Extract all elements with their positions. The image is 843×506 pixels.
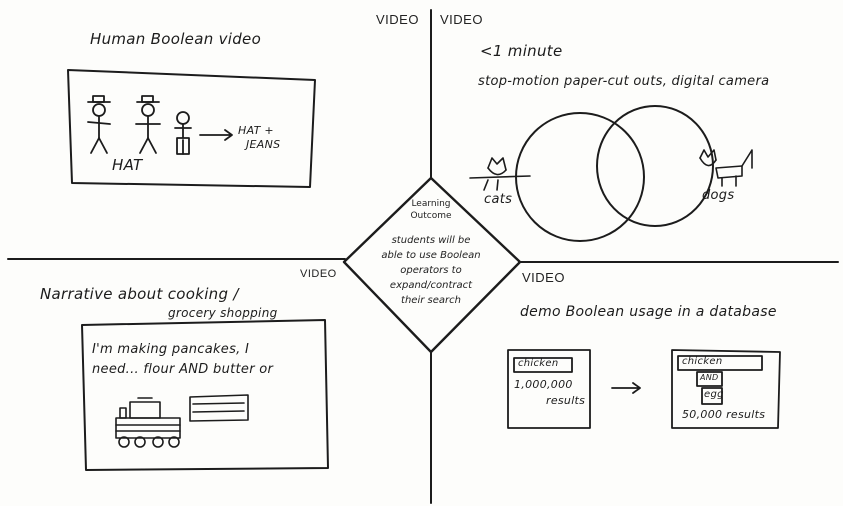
venn-right-circle <box>597 106 713 226</box>
cooking-title-line-1: Narrative about cooking / <box>40 285 239 303</box>
learning-outcome-line-1: students will be <box>366 235 496 246</box>
learning-outcome-line-4: expand/contract <box>366 280 496 291</box>
right-search-term-2: egg <box>704 389 724 400</box>
right-and-operator: AND <box>700 373 719 382</box>
hat-label: HAT <box>112 156 143 174</box>
database-demo-title: demo Boolean usage in a database <box>520 304 777 320</box>
venn-diagram <box>516 106 713 241</box>
venn-label-cats: cats <box>484 192 512 207</box>
stick-figure-3 <box>175 112 191 154</box>
video-label-top-right: VIDEO <box>440 12 483 27</box>
right-results: 50,000 results <box>682 408 765 421</box>
learning-outcome-heading-1: Learning <box>391 199 471 209</box>
video-label-top-left: VIDEO <box>376 12 419 27</box>
video-label-bottom-right: VIDEO <box>522 270 565 285</box>
cooking-note-line-2: need... flour AND butter or <box>92 362 273 377</box>
shopping-list-box <box>190 395 248 421</box>
venn-left-circle <box>516 113 644 241</box>
video-label-bottom-left: VIDEO <box>300 268 337 280</box>
dog-doodle <box>700 150 752 186</box>
left-search-term: chicken <box>518 358 559 369</box>
result-label-line-2: JEANS <box>246 138 280 151</box>
stick-figure-2 <box>136 96 160 153</box>
result-label-line-1: HAT + <box>238 124 274 137</box>
stick-figure-1 <box>88 96 110 153</box>
learning-outcome-line-3: operators to <box>366 265 496 276</box>
arrow-to-result <box>200 130 232 140</box>
train-doodle <box>116 398 180 447</box>
duration-note: <1 minute <box>480 42 562 60</box>
production-method-note: stop-motion paper-cut outs, digital came… <box>478 74 769 89</box>
cooking-note-line-1: I'm making pancakes, I <box>92 342 249 357</box>
database-arrow <box>612 383 640 393</box>
venn-label-dogs: dogs <box>702 188 734 203</box>
learning-outcome-heading-2: Outcome <box>391 211 471 221</box>
cooking-title-line-2: grocery shopping <box>168 306 278 320</box>
learning-outcome-line-5: their search <box>366 295 496 306</box>
left-results-line-2: results <box>546 394 585 407</box>
human-boolean-title: Human Boolean video <box>90 30 261 48</box>
right-search-term: chicken <box>682 356 723 367</box>
left-results-line-1: 1,000,000 <box>514 378 573 391</box>
learning-outcome-line-2: able to use Boolean <box>356 250 506 261</box>
cat-doodle <box>470 158 530 190</box>
